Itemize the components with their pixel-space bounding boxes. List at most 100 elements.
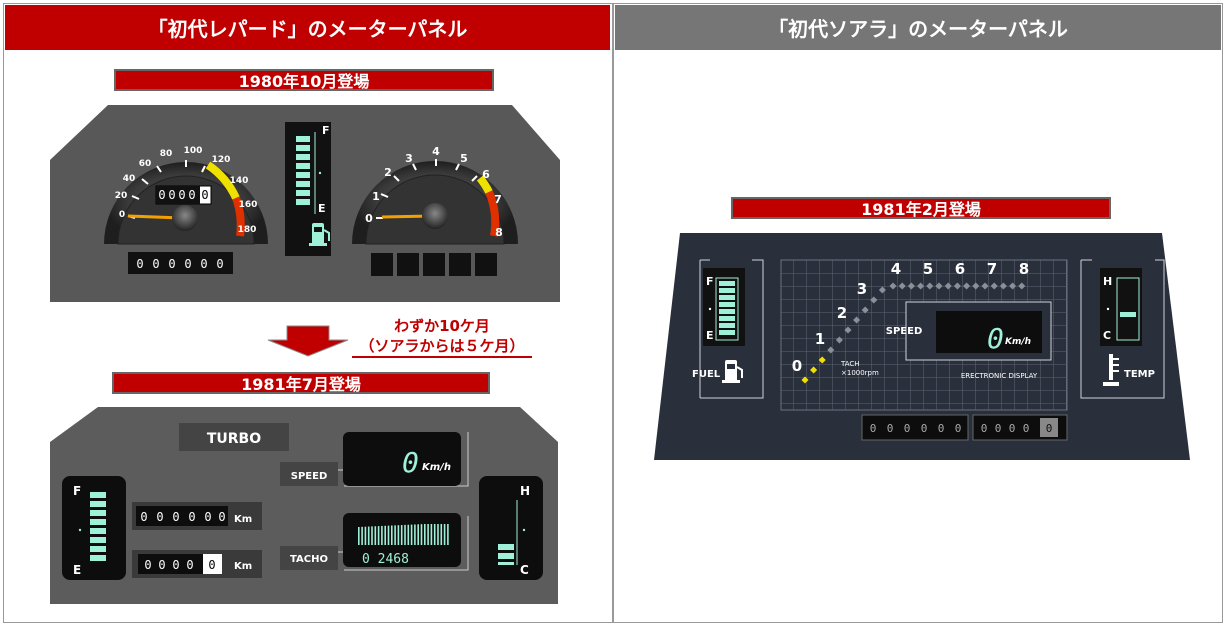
speedo-tick: 60 (139, 159, 152, 169)
trip-digit: 0 (1023, 422, 1030, 435)
header-soarer: 「初代ソアラ」のメーターパネル (615, 5, 1221, 50)
trip-digit: 0 (168, 188, 175, 202)
temp-gauge (479, 476, 543, 580)
tach-tick: 5 (923, 260, 933, 278)
soarer-panel: F E FUEL 0 1 2 3 4 5 6 7 8 TACH ×1000rpm (654, 233, 1190, 460)
leopard-1981-panel: TURBO F E 0 0 0 0 0 0 Km 0 0 (50, 407, 558, 604)
note-line-1: わずか10ケ月 (394, 317, 490, 335)
warning-lamps (371, 253, 497, 276)
odo-digit: 0 (172, 510, 179, 524)
temp-label: TEMP (1124, 369, 1155, 380)
speed-value: 0 (402, 446, 419, 479)
tacho-scale: 0 2468 (362, 552, 409, 567)
trip-digit: 0 (158, 558, 165, 572)
tach-dot (953, 282, 961, 290)
tach-dot (827, 346, 835, 354)
tach-bar-segment (361, 526, 363, 545)
tach-dot (810, 366, 818, 374)
odo-digit: 0 (200, 257, 207, 271)
speedo-tick: 120 (212, 155, 231, 165)
tach-dot (861, 306, 869, 314)
tach-dot (963, 282, 971, 290)
soarer-temp-gauge (1100, 268, 1142, 346)
tach-tick: 4 (891, 260, 901, 278)
odo-digit: 0 (136, 257, 143, 271)
tach-bar-segment (440, 524, 443, 545)
odo-digit: 0 (870, 422, 877, 435)
tach-dot (1018, 282, 1026, 290)
speedo-tick: 80 (160, 149, 173, 159)
temp-cold-label: C (520, 563, 529, 577)
odo-digit: 0 (216, 257, 223, 271)
tachometer: 0 1 2 3 4 5 6 7 8 (352, 145, 518, 245)
tach-dot (935, 282, 943, 290)
tacho-tick: 3 (405, 152, 413, 165)
tach-dot (907, 282, 915, 290)
trip-digit: 0 (186, 558, 193, 572)
speedo-hub (172, 205, 198, 231)
fuel-pump-icon (309, 223, 330, 246)
tach-bar-segment (371, 526, 373, 545)
badge-leopard-1981: 1981年7月登場 (112, 372, 490, 394)
trip-digit: 0 (144, 558, 151, 572)
odo-digit: 0 (938, 422, 945, 435)
tach-dot (972, 282, 980, 290)
header-leopard: 「初代レパード」のメーターパネル (5, 5, 610, 50)
tach-bar-segment (437, 524, 439, 545)
tach-dot (926, 282, 934, 290)
tach-bar-segment (443, 524, 446, 545)
odo-digit: 0 (184, 257, 191, 271)
trip-digit: 0 (158, 188, 165, 202)
tacho-tick: 6 (482, 168, 490, 181)
speed-unit: Km/h (1005, 337, 1031, 347)
speed-value: 0 (987, 322, 1004, 355)
digital-speedometer (343, 432, 461, 486)
tacho-tick: 0 (365, 212, 373, 225)
turbo-label: TURBO (207, 431, 261, 447)
tach-dot (835, 336, 843, 344)
speed-label: SPEED (886, 326, 923, 337)
odo-digit: 0 (156, 510, 163, 524)
tach-bar-segment (410, 524, 413, 545)
tach-dot (898, 282, 906, 290)
speedo-tick: 140 (230, 176, 249, 186)
tach-tick: 7 (987, 260, 997, 278)
tach-dot (999, 282, 1007, 290)
trip-meter (138, 554, 222, 574)
tach-dot (878, 286, 886, 294)
trip-digit: 0 (1009, 422, 1016, 435)
fuel-full-label: F (706, 275, 714, 288)
speed-label: SPEED (291, 471, 328, 482)
odo-digit: 0 (168, 257, 175, 271)
speedo-tick: 20 (115, 191, 128, 201)
odo-digit: 0 (152, 257, 159, 271)
soarer-odometer (861, 414, 969, 441)
tach-bar-segment (447, 524, 449, 545)
odo-digit: 0 (188, 510, 195, 524)
odo-digit: 0 (887, 422, 894, 435)
trip-unit: Km (234, 561, 252, 572)
odo-digit: 0 (218, 510, 225, 524)
tach-label: TACH (840, 360, 860, 368)
tacho-tick: 7 (494, 193, 502, 206)
trip-digit: 0 (981, 422, 988, 435)
tach-dot (981, 282, 989, 290)
fuel-empty-label: E (706, 329, 714, 342)
tach-bar-segment (400, 525, 403, 545)
tach-bar-segment (420, 524, 423, 545)
trip-digit: 0 (172, 558, 179, 572)
tach-tick: 2 (837, 304, 847, 322)
odo-digit: 0 (904, 422, 911, 435)
tacho-hub (422, 203, 448, 229)
thermometer-icon (1103, 354, 1119, 386)
tach-dot (1009, 282, 1017, 290)
tach-tick: 0 (792, 357, 802, 375)
tach-dot (853, 316, 861, 324)
tach-bar-segment (377, 526, 380, 545)
tach-bar-segment (364, 526, 367, 545)
temp-hot-label: H (1103, 275, 1112, 288)
note-line-2: （ソアラからは５ケ月） (352, 336, 532, 358)
speedo-tick: 180 (238, 225, 257, 235)
trip-digit: 0 (188, 188, 195, 202)
tach-dot (801, 376, 809, 384)
